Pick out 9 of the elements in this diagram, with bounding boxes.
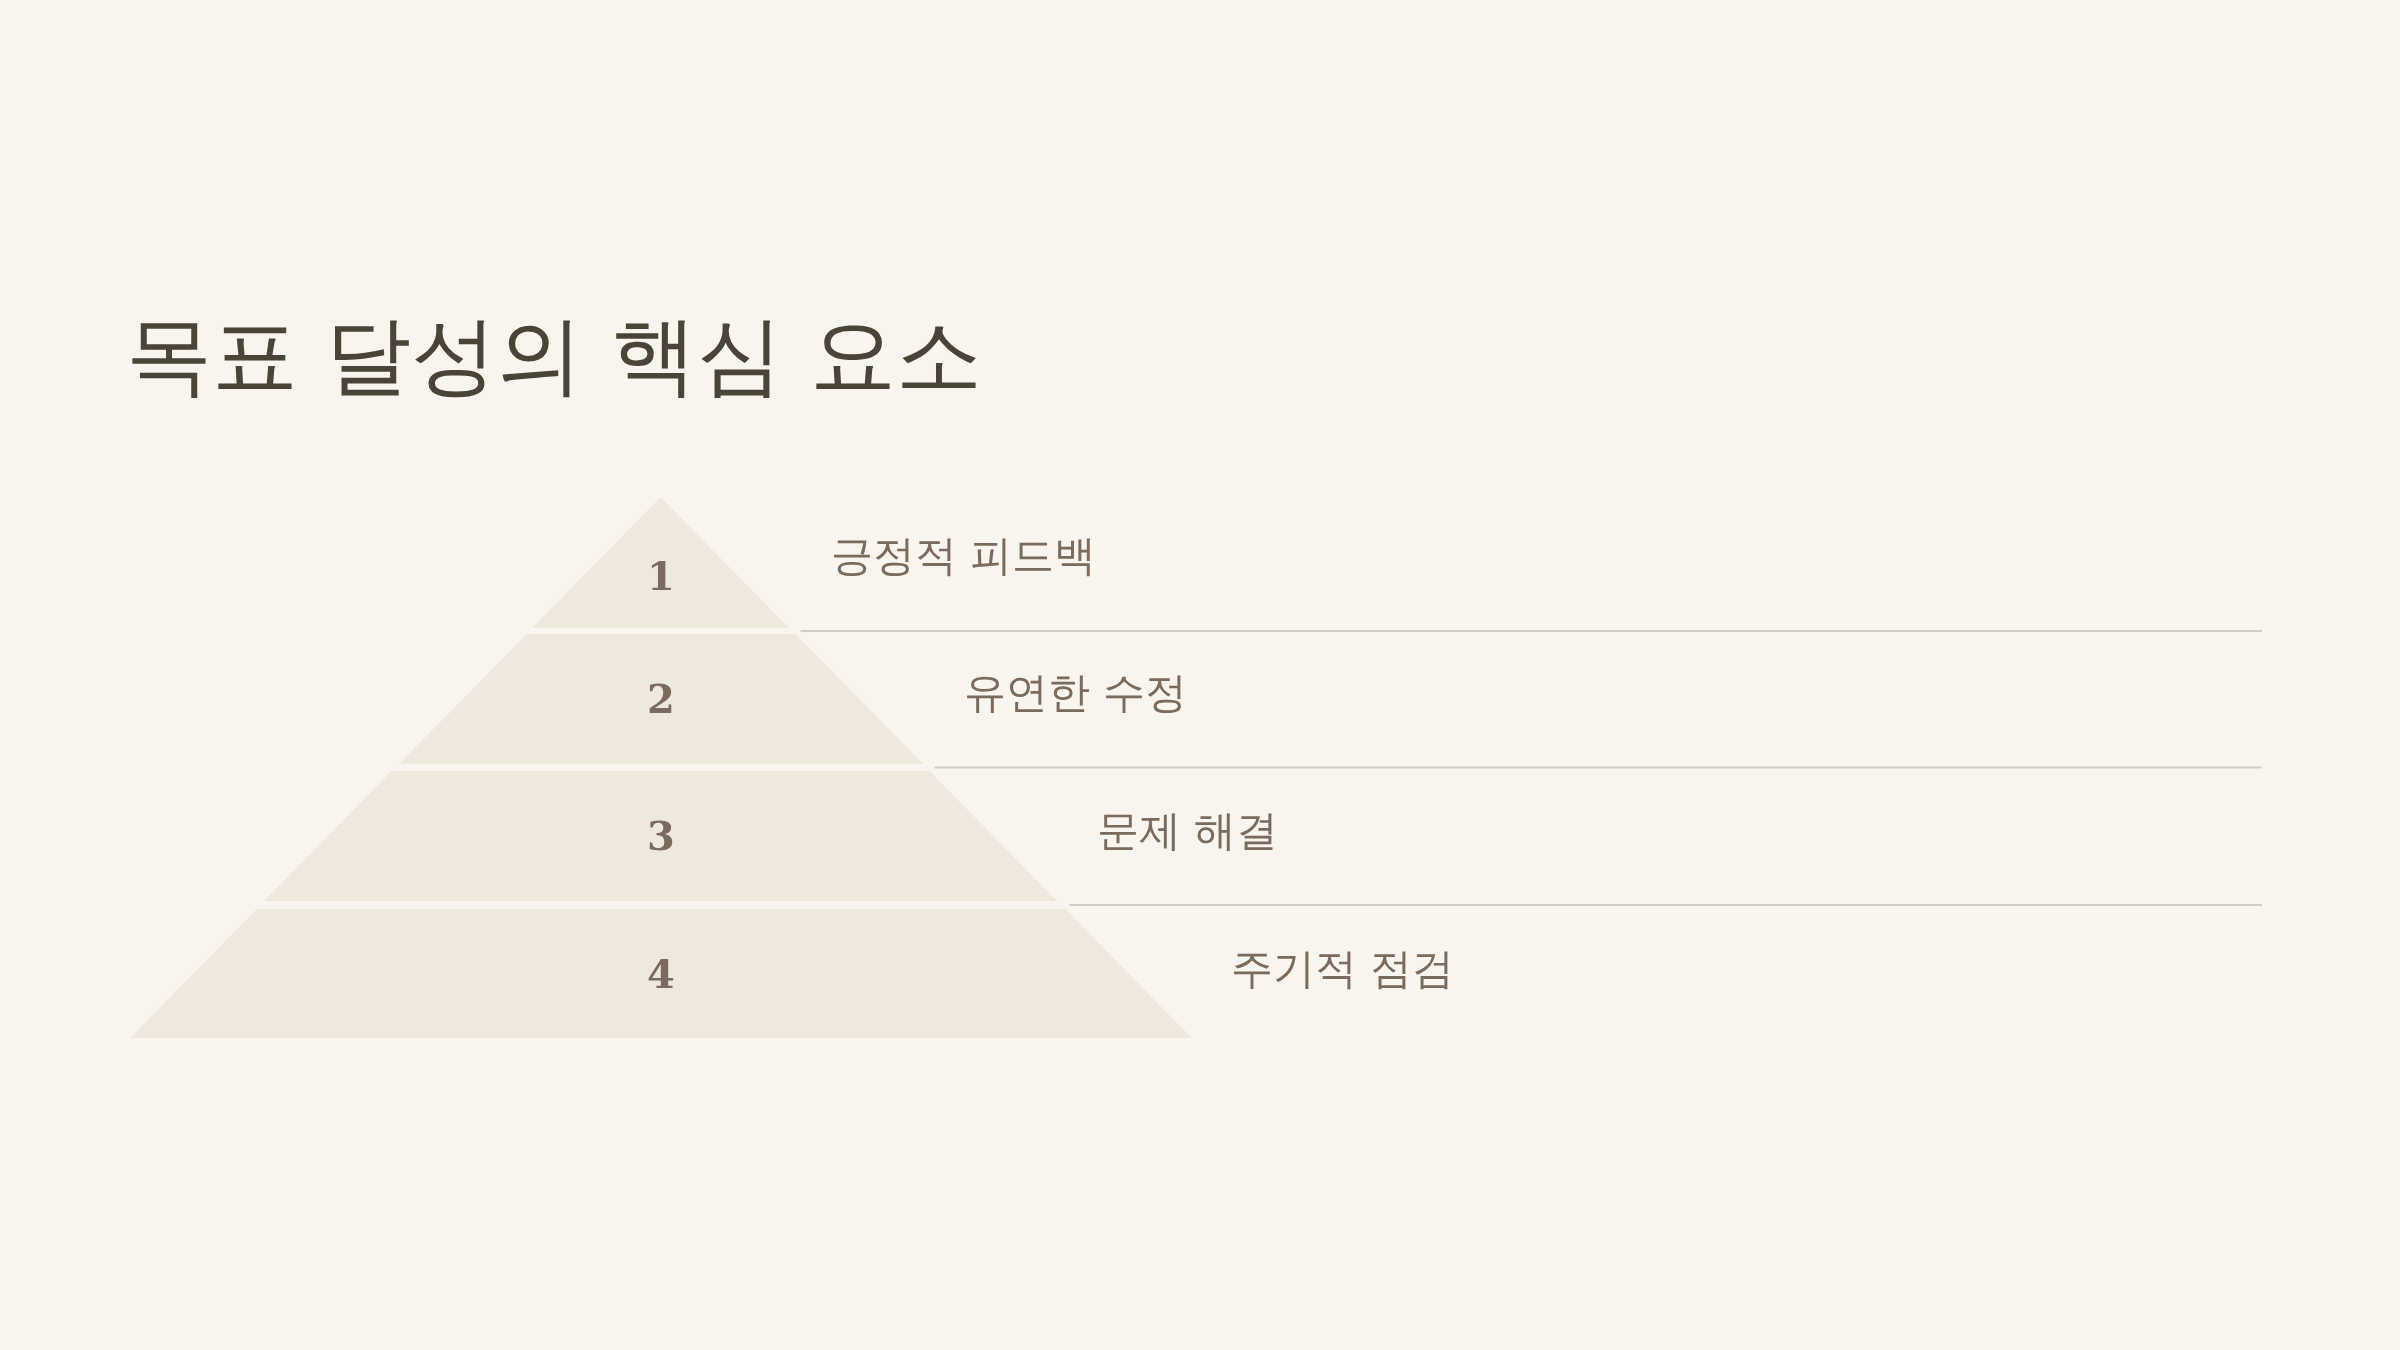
tier-label: 문제 해결 [1097, 805, 1279, 857]
tier-number: 4 [647, 953, 675, 994]
tier-number: 1 [647, 555, 675, 596]
tier-number: 3 [647, 816, 675, 856]
tier-label: 유연한 수정 [964, 667, 1188, 719]
title: 목표 달성의 핵심 요소 [126, 306, 982, 405]
tier-number: 2 [647, 679, 675, 719]
tier-label: 주기적 점검 [1231, 943, 1455, 995]
tier-label: 긍정적 피드백 [831, 530, 1097, 582]
